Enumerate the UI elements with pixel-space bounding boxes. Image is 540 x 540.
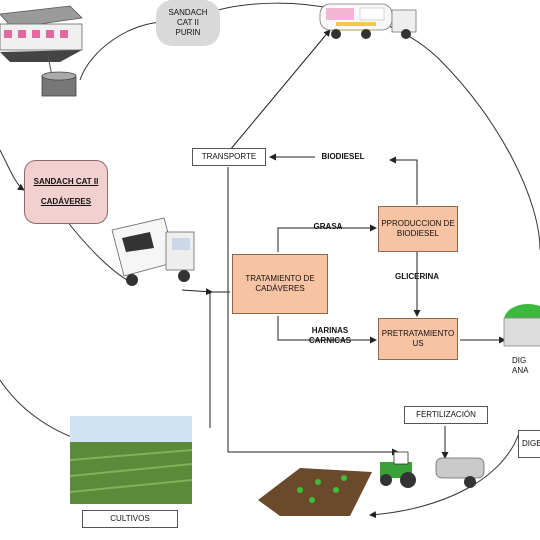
digestato-label: DIGE bbox=[522, 439, 540, 448]
tank-truck-icon bbox=[319, 3, 417, 39]
grasa-label: GRASA bbox=[313, 222, 343, 231]
cultivos-box: CULTIVOS bbox=[82, 510, 178, 528]
transporte-label: TRANSPORTE bbox=[201, 152, 257, 161]
fertilizacion-label: FERTILIZACIÓN bbox=[416, 410, 476, 419]
cycle-arrows bbox=[0, 2, 540, 519]
sandach-purin-line1: SANDACH bbox=[168, 8, 208, 17]
harinas-line1: HARINAS bbox=[311, 326, 349, 335]
fertilizacion-box: FERTILIZACIÓN bbox=[404, 406, 488, 424]
sandach-purin-node: SANDACH CAT II PURIN bbox=[156, 0, 220, 46]
livestock-truck-icon bbox=[111, 217, 195, 286]
sandach-cadaveres-node: SANDACH CAT II CADÁVERES bbox=[24, 160, 108, 224]
tractor-tanker-icon bbox=[380, 451, 485, 488]
tratamiento-cadaveres-label: TRATAMIENTO DE CADÁVERES bbox=[245, 274, 315, 293]
transporte-box: TRANSPORTE bbox=[192, 148, 266, 166]
sandach-cadaveres-line1: SANDACH CAT II bbox=[33, 177, 99, 186]
pretratamiento-box: PRETRATAMIENTO US bbox=[378, 318, 458, 360]
digestor-label: DIG ANA bbox=[512, 356, 540, 376]
digester-icon bbox=[503, 304, 540, 347]
pig-farm-icon bbox=[0, 5, 83, 97]
glicerina-label: GLICERINA bbox=[395, 272, 439, 281]
digestor-line2: ANA bbox=[512, 366, 529, 375]
digestato-box: DIGE bbox=[518, 430, 540, 458]
tratamiento-cadaveres-box: TRATAMIENTO DE CADÁVERES bbox=[232, 254, 328, 314]
tilled-field-icon bbox=[258, 468, 372, 516]
harinas-carnicas-label: HARINAS CARNICAS bbox=[300, 326, 360, 346]
produccion-biodiesel-label: PPRODUCCION DE BIODIESEL bbox=[381, 219, 455, 238]
pretratamiento-label: PRETRATAMIENTO US bbox=[381, 329, 455, 348]
harinas-line2: CARNICAS bbox=[308, 336, 352, 345]
produccion-biodiesel-box: PPRODUCCION DE BIODIESEL bbox=[378, 206, 458, 252]
crop-field-photo bbox=[69, 416, 193, 504]
flow-arrows bbox=[181, 29, 506, 459]
sandach-purin-line2: CAT II bbox=[177, 18, 199, 27]
digestor-line1: DIG bbox=[512, 356, 527, 365]
cultivos-label: CULTIVOS bbox=[110, 514, 150, 523]
sandach-purin-line3: PURIN bbox=[175, 28, 201, 37]
sandach-cadaveres-line2: CADÁVERES bbox=[40, 197, 92, 206]
biodiesel-label: BIODIESEL bbox=[321, 152, 365, 161]
